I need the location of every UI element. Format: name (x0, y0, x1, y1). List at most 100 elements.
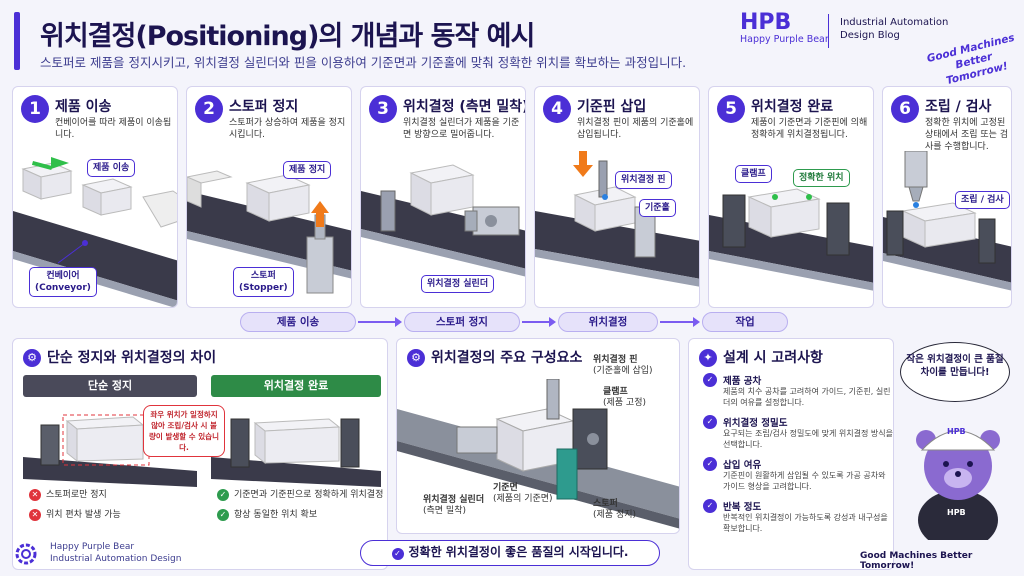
step-desc: 스토퍼가 상승하여 제품을 정지시킵니다. (229, 118, 346, 140)
positioning-done-header: 위치결정 완료 (211, 375, 381, 397)
design-title-text: 설계 시 고려사항 (723, 350, 823, 366)
callout-product-stop: 제품 정지 (283, 161, 332, 179)
step-desc: 컨베이어를 따라 제품이 이송됩니다. (55, 118, 172, 140)
callout-clamp: 클램프 (735, 165, 772, 183)
components-illustration (397, 379, 679, 529)
simple-stop-header: 단순 정지 (23, 375, 197, 397)
step-desc: 정확한 위치에 고정된 상태에서 조립 또는 검사를 수행합니다. (925, 118, 1009, 152)
check-icon: ✓ (703, 373, 717, 387)
process-flow: 제품 이송 스토퍼 정지 위치결정 작업 (0, 312, 1024, 334)
label-stopper: 스토퍼(제품 정지) (593, 499, 637, 520)
step-desc: 위치결정 실린더가 제품을 기준면 방향으로 밀어줍니다. (403, 118, 520, 140)
components-title: ⚙ 위치결정의 주요 구성요소 (407, 347, 582, 367)
callout-conveyor-line-2: (Conveyor) (35, 283, 91, 293)
callout-product-transfer: 제품 이송 (87, 159, 136, 177)
clamped-illustration (709, 188, 873, 291)
positioned-illustration (211, 418, 381, 487)
callout-stopper-line-1: 스토퍼 (250, 271, 276, 281)
lightbulb-icon: ✦ (699, 349, 717, 367)
flow-step-1: 제품 이송 (240, 312, 356, 332)
footer-message: ✓정확한 위치결정이 좋은 품질의 시작입니다. (360, 540, 660, 566)
pin-insert-illustration (535, 151, 699, 287)
assembly-illustration (883, 151, 1011, 291)
callout-assembly-inspection: 조립 / 검사 (955, 191, 1010, 209)
blog-name: Industrial Automation Design Blog (840, 16, 948, 42)
step-desc: 제품이 기준면과 기준핀에 의해 정확하게 위치결정됩니다. (751, 118, 868, 140)
step-number: 4 (543, 95, 571, 123)
logo-divider (828, 14, 829, 48)
footer-slogan: Good Machines Better Tomorrow! (860, 551, 973, 571)
label-reference-surface: 기준면(제품의 기준면) (493, 483, 553, 504)
compare-panel: ⚙ 단순 정지와 위치결정의 차이 단순 정지 위치결정 완료 좌우 위치가 일정… (12, 338, 388, 570)
step-title: 위치결정 (측면 밀착) (403, 99, 526, 115)
x-icon: ✕ (29, 489, 41, 501)
callout-positioning-pin: 위치결정 핀 (615, 171, 672, 189)
step-card-4: 4 기준핀 삽입 위치결정 핀이 제품의 기준홀에 삽입됩니다. 위치결정 핀 … (534, 86, 700, 308)
page-title: 위치결정(Positioning)의 개념과 동작 예시 (40, 21, 535, 52)
gear-icon: ⚙ (407, 349, 425, 367)
simple-stop-illustration (23, 414, 197, 487)
gear-icon (15, 543, 37, 565)
blog-line-1: Industrial Automation (840, 17, 949, 28)
step-title: 제품 이송 (55, 99, 112, 115)
process-steps: 1 제품 이송 컨베이어를 따라 제품이 이송됩니다. 제품 이송 컨베 (12, 86, 1012, 308)
mascot-cap-text: HPB (947, 427, 966, 436)
gear-icon: ⚙ (23, 349, 41, 367)
step-title: 조립 / 검사 (925, 99, 992, 115)
mascot-shirt-text: HPB (947, 508, 966, 517)
label-positioning-pin: 위치결정 핀(기준홀에 삽입) (593, 355, 653, 376)
stopper-illustration (187, 170, 351, 294)
check-icon: ✓ (217, 509, 229, 521)
step-desc: 위치결정 핀이 제품의 기준홀에 삽입됩니다. (577, 118, 694, 140)
check-icon: ✓ (703, 499, 717, 513)
design-title: ✦ 설계 시 고려사항 (699, 347, 823, 367)
flow-step-3: 위치결정 (558, 312, 658, 332)
blog-line-2: Design Blog (840, 30, 900, 41)
footer-brand: Happy Purple Bear Industrial Automation … (50, 541, 181, 565)
flow-arrow (660, 317, 700, 327)
callout-accurate-position: 정확한 위치 (793, 169, 850, 187)
step-card-1: 1 제품 이송 컨베이어를 따라 제품이 이송됩니다. 제품 이송 컨베 (12, 86, 178, 308)
label-positioning-cylinder: 위치결정 실린더(측면 밀착) (423, 495, 485, 516)
label-clamp: 클램프(제품 고정) (603, 387, 647, 408)
footer-brand-line-1: Happy Purple Bear (50, 542, 135, 552)
simple-stop-item-2: ✕위치 편차 발생 가능 (29, 507, 121, 521)
callout-conveyor-line-1: 컨베이어 (46, 271, 80, 281)
step-number: 2 (195, 95, 223, 123)
check-icon: ✓ (217, 489, 229, 501)
flow-step-4: 작업 (702, 312, 788, 332)
callout-conveyor: 컨베이어 (Conveyor) (29, 267, 97, 297)
step-title: 기준핀 삽입 (577, 99, 647, 115)
logo-subtitle: Happy Purple Bear (740, 34, 829, 45)
compare-title: ⚙ 단순 정지와 위치결정의 차이 (23, 347, 216, 367)
step-title: 스토퍼 정지 (229, 99, 299, 115)
page-subtitle: 스토퍼로 제품을 정지시키고, 위치결정 실린더와 핀을 이용하여 기준면과 기… (40, 55, 687, 70)
check-icon: ✓ (703, 457, 717, 471)
side-clamp-illustration (361, 164, 525, 277)
callout-stopper-line-2: (Stopper) (239, 283, 288, 293)
positioned-item-1: ✓기준면과 기준핀으로 정확하게 위치결정 (217, 487, 383, 501)
x-icon: ✕ (29, 509, 41, 521)
step-card-2: 2 스토퍼 정지 스토퍼가 상승하여 제품을 정지시킵니다. 제품 정지 스토퍼… (186, 86, 352, 308)
speech-bubble: 작은 위치결정이 큰 품질 차이를 만듭니다! (900, 342, 1010, 402)
callout-reference-hole: 기준홀 (639, 199, 676, 217)
hpb-logo: HPB (740, 10, 792, 35)
components-panel: ⚙ 위치결정의 주요 구성요소 위치결정 핀(기준홀에 삽입) 클램프(제품 고정… (396, 338, 680, 534)
flow-arrow (522, 317, 556, 327)
deviation-warning: 좌우 위치가 일정하지 않아 조립/검사 시 불량이 발생할 수 있습니다. (143, 405, 225, 457)
callout-positioning-cylinder: 위치결정 실린더 (421, 275, 495, 293)
footer-brand-line-2: Industrial Automation Design (50, 554, 182, 564)
check-icon: ✓ (391, 548, 404, 560)
simple-stop-item-1: ✕스토퍼로만 정지 (29, 487, 107, 501)
callout-stopper: 스토퍼 (Stopper) (233, 267, 294, 297)
compare-title-text: 단순 정지와 위치결정의 차이 (47, 350, 217, 366)
step-card-6: 6 조립 / 검사 정확한 위치에 고정된 상태에서 조립 또는 검사를 수행합… (882, 86, 1012, 308)
step-number: 5 (717, 95, 745, 123)
components-title-text: 위치결정의 주요 구성요소 (431, 350, 583, 366)
